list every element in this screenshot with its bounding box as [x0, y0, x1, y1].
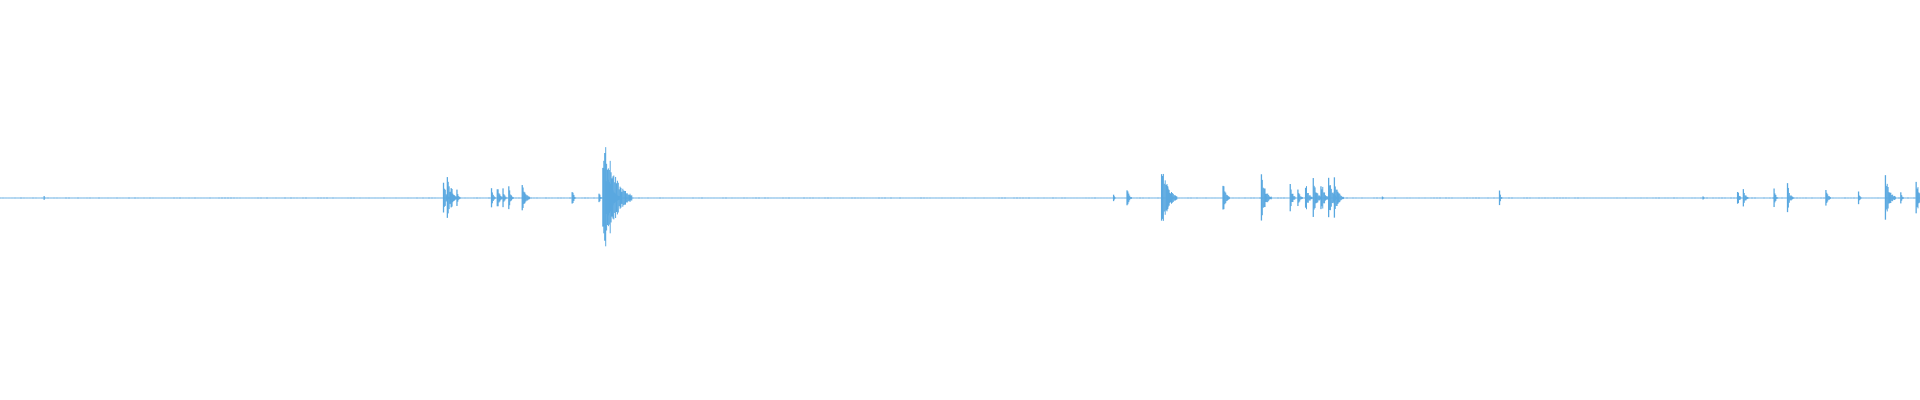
- waveform-peaks: [0, 147, 1920, 247]
